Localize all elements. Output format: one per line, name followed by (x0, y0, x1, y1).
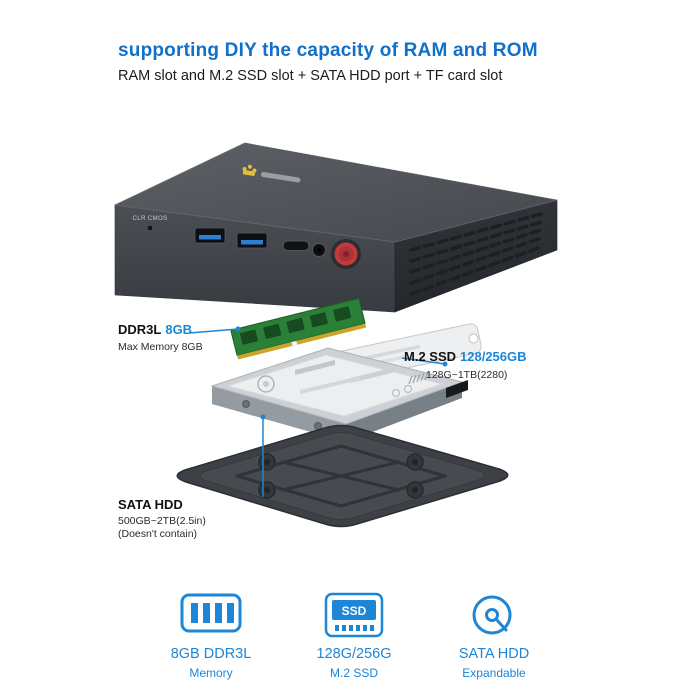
ram-icon (180, 593, 242, 633)
feature-ssd-title: 128G/256G (316, 646, 392, 662)
feature-hdd-subtitle: Expandable (462, 666, 526, 680)
mini-pc-image: CLR CMOS (113, 142, 558, 313)
usb3-port-1 (194, 227, 226, 244)
feature-ram-title: 8GB DDR3L (170, 646, 252, 662)
usb-c-port (282, 240, 310, 251)
sata-hdd-image (210, 347, 468, 442)
pc-edge-highlight (114, 199, 558, 243)
audio-jack (312, 243, 326, 257)
ram-stick-image (230, 298, 367, 360)
sata-connector (446, 380, 468, 398)
ram-callout-value: 8GB (165, 322, 193, 337)
clr-cmos-label: CLR CMOS (132, 215, 167, 222)
usb3-port-2 (236, 232, 268, 249)
feature-ssd-subtitle: M.2 SSD (329, 666, 378, 680)
cover-ribs (235, 444, 447, 508)
page-title: supporting DIY the capacity of RAM and R… (118, 40, 538, 61)
ssd-callout-name: M.2 SSD (404, 349, 457, 364)
hdd-callout: SATA HDD (118, 497, 183, 512)
ram-callout-name: DDR3L (118, 322, 162, 337)
page-subtitle: RAM slot and M.2 SSD slot + SATA HDD por… (118, 68, 503, 84)
vent-grille (409, 212, 543, 296)
ssd-icon-label: SSD (342, 604, 367, 618)
ssd-callout-note: 128G~1TB(2280) (426, 369, 508, 381)
ram-callout-note: Max Memory 8GB (118, 341, 203, 353)
clr-cmos-pinhole: CLR CMOS (132, 215, 167, 231)
feature-ram-subtitle: Memory (189, 666, 233, 680)
ssd-icon: SSD (324, 592, 384, 638)
feature-ram: 8GB DDR3L Memory (141, 592, 281, 680)
hdd-callout-note1: 500GB~2TB(2.5in) (118, 515, 206, 527)
feature-hdd-title: SATA HDD (458, 646, 530, 662)
hdd-barcode (408, 371, 429, 385)
feature-ssd: SSD 128G/256G M.2 SSD (284, 592, 424, 680)
hdd-callout-note2: (Doesn't contain) (118, 528, 198, 540)
feature-hdd: SATA HDD Expandable (424, 592, 564, 680)
pc-edge-left (114, 142, 246, 206)
brand-logo (242, 164, 301, 183)
ssd-callout-value: 128/256GB (460, 349, 527, 364)
hdd-icon (472, 595, 512, 635)
power-button (331, 239, 361, 269)
bottom-cover-image (176, 424, 509, 528)
